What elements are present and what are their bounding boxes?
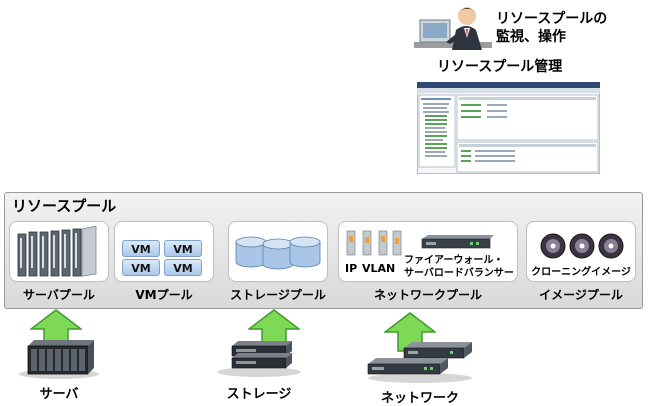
admin-caption: リソースプールの 監視、操作: [496, 10, 607, 46]
image-pool-label: イメージプール: [539, 288, 623, 302]
network-hardware-icon: [367, 342, 472, 383]
storage-pool-label: ストレージプール: [230, 288, 326, 302]
vm-block: VM: [122, 259, 160, 276]
cloning-image-label: クローニングイメージ: [531, 267, 631, 278]
firewall-label-line1: ファイアーウォール・: [404, 255, 504, 266]
server-hardware-icon: [19, 340, 99, 379]
admin-caption-line2: 監視、操作: [496, 29, 566, 45]
vm-block: VM: [164, 240, 202, 257]
network-device-icons: [346, 230, 402, 256]
network-ip-label: IP: [345, 262, 358, 275]
admin-person-icon: [414, 7, 492, 50]
storage-hardware-icon: [217, 341, 301, 377]
admin-caption-line1: リソースプールの: [496, 11, 608, 27]
network-vlan-label: VLAN: [362, 262, 396, 275]
firewall-label-line2: サーバロードバランサー: [404, 268, 514, 279]
vm-block: VM: [122, 240, 160, 257]
storage-disk-icon: [235, 236, 321, 270]
source-storage-label: ストレージ: [226, 387, 292, 402]
firewall-appliance-icon: [421, 235, 494, 249]
server-rack-icon: [17, 226, 97, 277]
source-server-label: サーバ: [39, 387, 79, 402]
vm-pool-label: VMプール: [135, 288, 193, 302]
cloning-image-disc-icons: [540, 233, 624, 259]
source-network-label: ネットワーク: [380, 391, 459, 406]
management-label: リソースプール管理: [437, 59, 563, 75]
resource-pool-title: リソースプール: [12, 197, 117, 215]
server-pool-label: サーバプール: [23, 288, 95, 302]
network-pool-label: ネットワークプール: [373, 288, 482, 302]
management-console-screenshot: [417, 82, 600, 174]
vm-block: VM: [164, 259, 202, 276]
